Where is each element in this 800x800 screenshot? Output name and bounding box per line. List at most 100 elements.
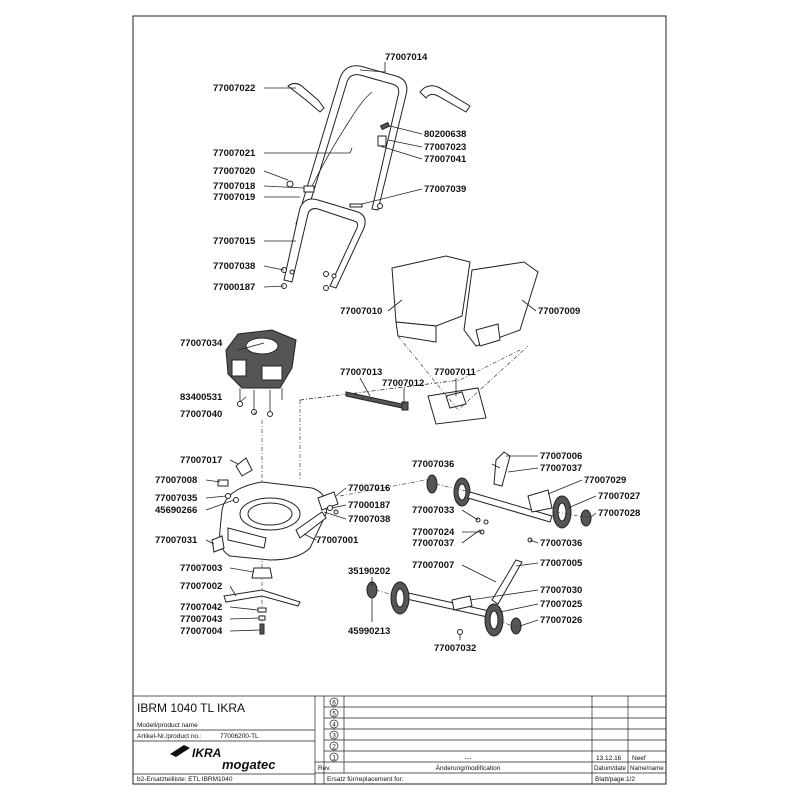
grass-box-lower bbox=[463, 261, 539, 347]
deck-front bbox=[227, 527, 267, 549]
side-bracket bbox=[317, 491, 339, 511]
part-label: 77007002 bbox=[180, 581, 222, 592]
rev-number: 4 bbox=[332, 722, 336, 729]
article-number-label: Artikel-Nr./product no.: bbox=[137, 733, 202, 740]
blade-washer bbox=[257, 607, 267, 613]
rear-hubcap-right bbox=[580, 509, 592, 527]
part-label: 77007023 bbox=[424, 142, 466, 153]
part-label: 77007035 bbox=[155, 493, 198, 504]
part-label: 77007014 bbox=[385, 52, 428, 63]
logo-mogatec: mogatec bbox=[222, 757, 276, 772]
sheet-number: 1/2 bbox=[626, 776, 635, 783]
part-label: 45690266 bbox=[155, 505, 197, 516]
part-label: 77007040 bbox=[180, 409, 222, 420]
front-axle-bar bbox=[401, 591, 495, 619]
part-label: 77007010 bbox=[340, 306, 382, 317]
rear-axle-bar bbox=[467, 491, 553, 523]
blade-spacer bbox=[258, 615, 266, 621]
front-bracket bbox=[451, 595, 473, 611]
part-label: 77007036 bbox=[540, 538, 582, 549]
part-label: 77007028 bbox=[598, 508, 640, 519]
part-label: 77007015 bbox=[213, 236, 256, 247]
part-label: 77007008 bbox=[155, 475, 197, 486]
part-label: 77007039 bbox=[424, 184, 466, 195]
part-labels: 77007014 77007022 80200638 77007023 7700… bbox=[155, 52, 640, 654]
part-label: 77000187 bbox=[213, 282, 255, 293]
front-axle bbox=[366, 559, 523, 637]
rev1-name: Neef bbox=[632, 755, 646, 762]
part-label: 77007031 bbox=[155, 535, 198, 546]
bracket-77007008 bbox=[217, 479, 229, 487]
product-name-label: Modell/product name bbox=[137, 722, 198, 729]
handle-clip bbox=[377, 135, 387, 147]
part-label: 77007030 bbox=[540, 585, 582, 596]
title-block: 6 5 4 3 2 1 --- 13.12.16 Neef Rev. Änder… bbox=[133, 695, 666, 784]
grass-box bbox=[299, 255, 539, 425]
blade-adapter bbox=[251, 567, 273, 579]
replacement-label: Ersatz für/replacement for: bbox=[327, 776, 404, 783]
part-label: 77007042 bbox=[180, 602, 222, 613]
lower-handle bbox=[283, 198, 366, 289]
part-label: 77007019 bbox=[213, 192, 255, 203]
part-label: 77007033 bbox=[412, 505, 454, 516]
cable-holder-77007031 bbox=[211, 535, 225, 553]
rev-number: 2 bbox=[332, 744, 336, 751]
deck-side-rail bbox=[295, 511, 327, 539]
nut-77007039 bbox=[377, 203, 383, 209]
rev1-date: 13.12.16 bbox=[596, 755, 622, 762]
part-label: 77007009 bbox=[538, 306, 580, 317]
drawing-frame bbox=[132, 15, 667, 785]
clip-77007035 bbox=[225, 493, 231, 499]
bowden-cable bbox=[309, 91, 373, 191]
engine bbox=[225, 329, 297, 630]
name-column-label: Name/name bbox=[630, 765, 664, 772]
rev-number: 6 bbox=[332, 700, 336, 707]
part-label: 77007018 bbox=[213, 181, 255, 192]
part-label: 77007011 bbox=[434, 367, 476, 378]
blade-bolt bbox=[259, 623, 265, 635]
part-label: 77007020 bbox=[213, 166, 255, 177]
part-label: 77007005 bbox=[540, 558, 583, 569]
upper-handle bbox=[295, 65, 408, 227]
axle-pin bbox=[457, 629, 463, 635]
front-hubcap-right bbox=[510, 617, 522, 635]
part-label: 83400531 bbox=[180, 392, 223, 403]
rev-column-label: Rev. bbox=[318, 765, 331, 772]
washer-77000187 bbox=[327, 505, 333, 511]
part-label: 77007037 bbox=[412, 538, 454, 549]
grass-box-upper bbox=[391, 255, 471, 327]
part-label: 77007007 bbox=[412, 560, 454, 571]
part-label: 77007032 bbox=[434, 643, 476, 654]
part-label: 77007003 bbox=[180, 563, 222, 574]
height-lever-rear bbox=[493, 451, 511, 487]
screw-77007020 bbox=[286, 180, 294, 188]
article-number: 77006200-TL bbox=[220, 733, 259, 740]
cable-clip bbox=[287, 82, 325, 113]
date-column-label: Datum/date bbox=[594, 765, 627, 772]
part-label: 77007016 bbox=[348, 483, 390, 494]
revision-numbers: 6 5 4 3 2 1 bbox=[329, 697, 339, 762]
blade-assembly bbox=[223, 567, 301, 635]
part-label: 77007001 bbox=[316, 535, 359, 546]
part-label: 77007026 bbox=[540, 615, 582, 626]
cutting-blade bbox=[223, 589, 301, 607]
part-label: 77007036 bbox=[412, 459, 454, 470]
catcher-clip bbox=[401, 401, 409, 411]
part-label: 77007022 bbox=[213, 83, 255, 94]
part-label: 77007034 bbox=[180, 338, 223, 349]
rev-number: 3 bbox=[332, 733, 336, 740]
clamp-77007018 bbox=[303, 185, 315, 193]
bolt-80200638 bbox=[379, 121, 391, 131]
handle-grip bbox=[419, 85, 471, 113]
part-label: 77007012 bbox=[382, 378, 424, 389]
parts-list-reference: b2-Ersatzteilliste: ETL IBRM1040 bbox=[137, 776, 233, 783]
part-label: 35190202 bbox=[348, 566, 390, 577]
rear-axle bbox=[426, 451, 592, 543]
height-lever-front bbox=[491, 559, 523, 605]
part-label: 77007021 bbox=[213, 148, 256, 159]
part-label: 77007004 bbox=[180, 626, 223, 637]
mower-deck bbox=[211, 457, 339, 561]
product-model: IBRM 1040 TL IKRA bbox=[137, 701, 245, 715]
engine-bolt bbox=[237, 401, 243, 407]
